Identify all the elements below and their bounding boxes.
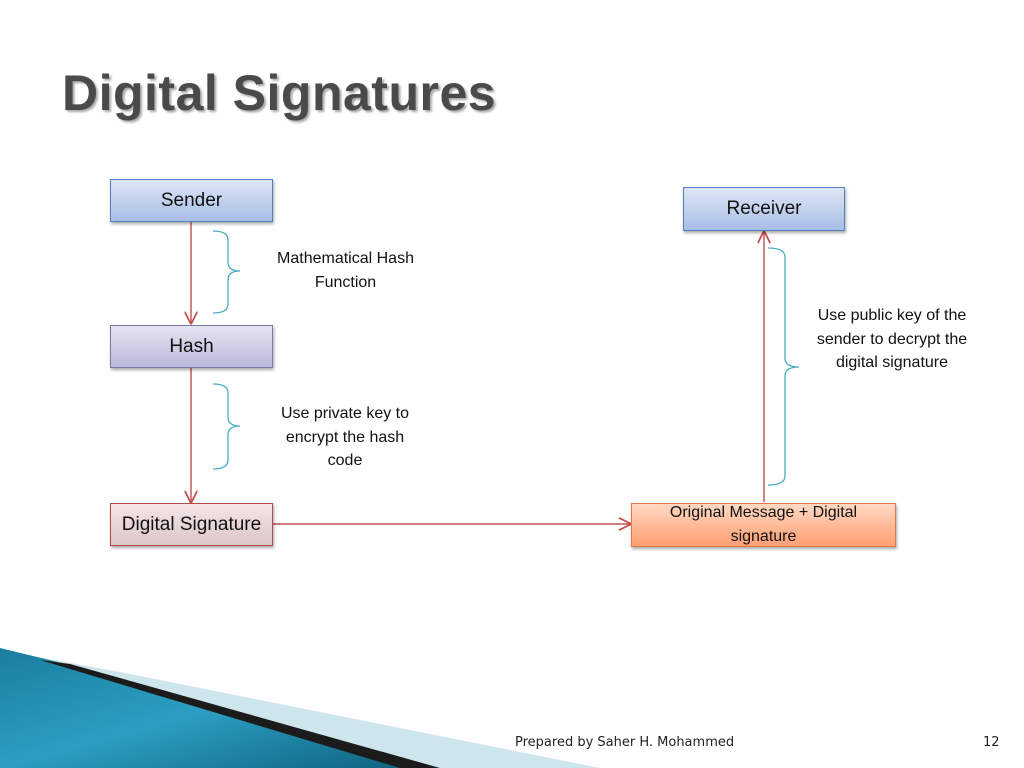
swoosh-dark-stripe — [40, 660, 440, 768]
slide-title: Digital Signatures — [62, 65, 497, 121]
public-key-annotation: Use public key of the sender to decrypt … — [816, 307, 968, 371]
page-number: 12 — [983, 735, 1000, 750]
brace-public-key — [767, 247, 800, 486]
sender-node: Sender — [110, 179, 273, 222]
footer-author: Prepared by Saher H. Mohammed — [515, 735, 735, 750]
brace-hash-function — [212, 230, 241, 314]
digital-signature-node: Digital Signature — [110, 503, 273, 546]
hash-function-annotation: Mathematical Hash Function — [277, 250, 414, 291]
private-key-annotation: Use private key to encrypt the hash code — [280, 405, 410, 469]
hash-node: Hash — [110, 325, 273, 368]
receiver-node: Receiver — [683, 187, 845, 231]
brace-private-key — [212, 383, 241, 470]
original-message-node: Original Message + Digital signature — [631, 503, 896, 547]
